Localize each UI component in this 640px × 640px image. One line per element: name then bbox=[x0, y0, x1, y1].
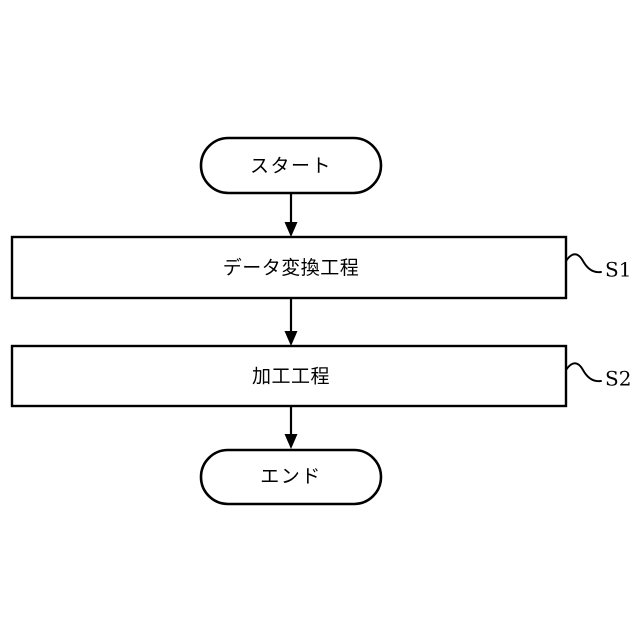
step1-box-label: データ変換工程 bbox=[223, 257, 360, 279]
reference-numeral-s1: S1 bbox=[605, 258, 631, 282]
connector-step1-to-step2 bbox=[284, 298, 298, 346]
connector-step2-to-end bbox=[284, 406, 298, 449]
reference-leader-s2: S2 bbox=[565, 362, 631, 391]
arrow-head-1 bbox=[284, 222, 298, 237]
leader-squiggle-s1 bbox=[565, 253, 602, 274]
step1-box-shape bbox=[10, 235, 568, 300]
node-start[interactable]: スタート bbox=[199, 136, 383, 195]
connector-start-to-step1 bbox=[284, 193, 298, 237]
step2-box-label: 加工工程 bbox=[252, 366, 330, 388]
node-end[interactable]: エンド bbox=[199, 448, 383, 506]
arrow-head-3 bbox=[284, 434, 298, 449]
arrow-head-2 bbox=[284, 331, 298, 346]
end-terminal-shape bbox=[199, 448, 383, 506]
reference-numeral-s2: S2 bbox=[605, 367, 631, 391]
end-terminal-label: エンド bbox=[260, 466, 322, 488]
reference-leader-s1: S1 bbox=[565, 253, 631, 282]
leader-squiggle-s2 bbox=[565, 362, 602, 383]
node-step2[interactable]: 加工工程 bbox=[10, 344, 568, 408]
node-step1[interactable]: データ変換工程 bbox=[10, 235, 568, 300]
start-terminal-label: スタート bbox=[250, 155, 332, 177]
step2-box-shape bbox=[10, 344, 568, 408]
